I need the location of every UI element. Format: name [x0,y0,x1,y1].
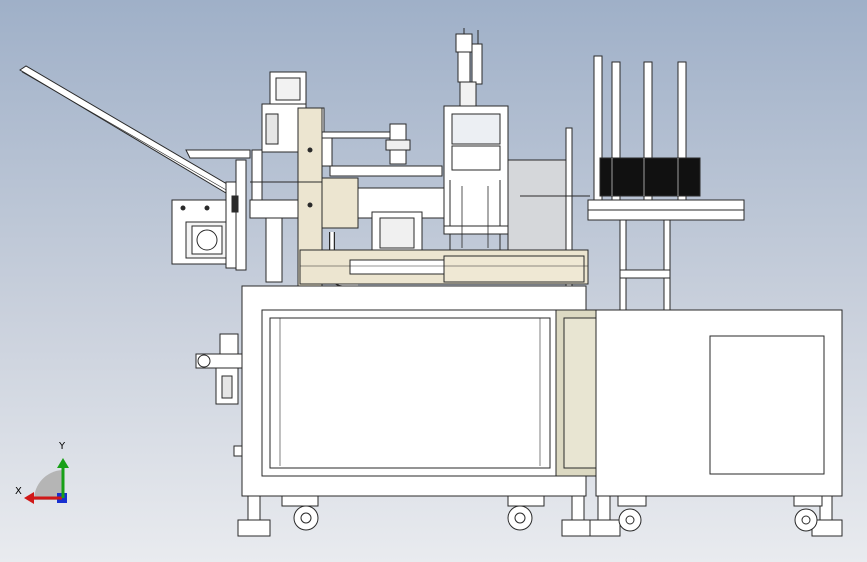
casters-and-feet [237,495,843,537]
motor-block [171,159,247,271]
right-frame [595,309,843,497]
y-axis-label: Y [59,441,66,452]
chute-arm [19,65,251,194]
magazine-block [599,157,701,197]
x-axis-label: X [15,486,22,497]
conveyor [587,199,745,311]
gray-back-panel [507,127,590,287]
y-axis-arrowhead [57,458,69,468]
machine-assembly [19,28,843,537]
dispensing-column [443,28,509,252]
main-cabinet [241,285,587,497]
left-column [249,149,299,283]
horizontal-rails [250,123,443,183]
x-axis-arrowhead [24,492,34,504]
coordinate-triad [24,458,69,504]
base-beam [299,249,589,285]
filter-regulator [195,333,243,457]
